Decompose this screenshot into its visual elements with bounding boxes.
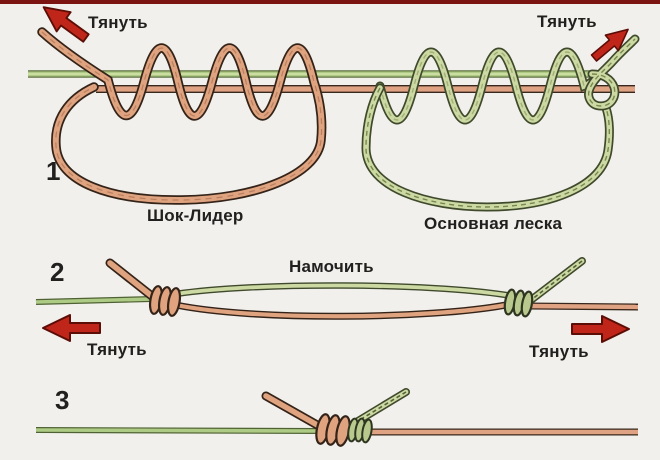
step2-pull-left-label: Тянуть	[87, 340, 147, 359]
step2-main-line-left	[36, 299, 152, 302]
step2-pull-right-label: Тянуть	[529, 342, 589, 361]
step1-main-line-rope-coils	[366, 39, 635, 207]
step3-leader-tag-end	[266, 396, 319, 426]
step1-pull-right-label: Тянуть	[537, 12, 597, 31]
step2-loop-strands	[176, 285, 506, 316]
step1-shock-leader-rope-coils	[42, 32, 322, 200]
top-border-strip	[0, 0, 660, 4]
step1-number: 1	[46, 156, 61, 186]
pull-arrow-left-icon	[42, 314, 101, 342]
main-line-label: Основная леска	[424, 214, 563, 233]
step2-leader-tag-end	[110, 263, 153, 297]
step3-knot-wraps	[315, 413, 373, 447]
shock-leader-label: Шок-Лидер	[147, 206, 244, 225]
step1-pull-left-label: Тянуть	[88, 13, 148, 32]
step2-leader-line-right	[528, 306, 638, 307]
pull-arrow-right-icon	[571, 315, 630, 343]
step2-main-tag-end	[531, 261, 582, 300]
step2-right-knot-wraps	[503, 288, 534, 318]
step2-number: 2	[50, 257, 65, 287]
wet-label: Намочить	[289, 257, 374, 276]
step3-number: 3	[55, 385, 70, 415]
step2-left-knot-wraps	[148, 285, 182, 317]
step3-main-line-left	[36, 430, 320, 431]
